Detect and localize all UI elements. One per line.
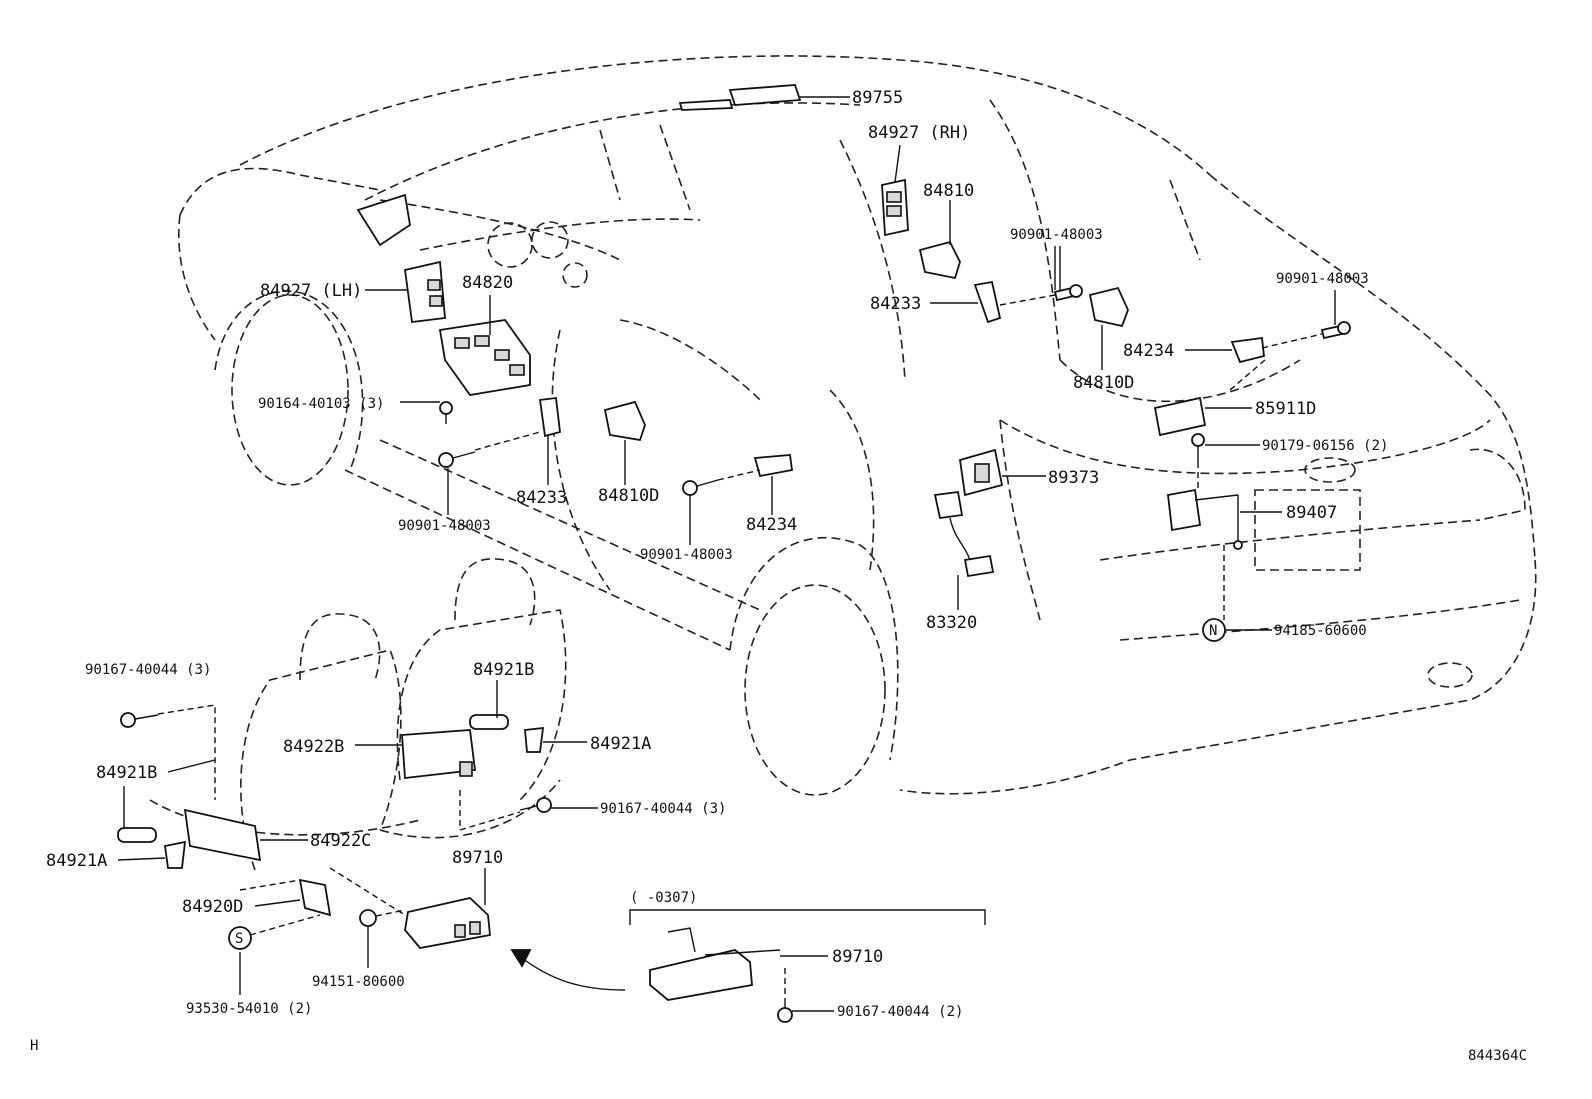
label-84234-front: 84234	[746, 515, 797, 535]
s-marker-circle	[228, 926, 252, 950]
replacement-arrow	[517, 954, 626, 991]
label-89710-alt: 89710	[832, 947, 883, 967]
label-94185: 94185-60600	[1274, 623, 1367, 639]
bracket-note: ( -0307)	[630, 890, 697, 906]
part-84920d	[298, 878, 332, 917]
part-84927-rh	[881, 178, 909, 237]
n-marker: N	[1209, 623, 1217, 639]
part-84810	[918, 240, 961, 280]
part-84921a-lower	[163, 840, 187, 869]
part-89710-alt	[649, 927, 781, 1001]
bracket	[629, 909, 986, 925]
label-90167-a: 90167-40044 (3)	[85, 662, 211, 678]
part-84927-lh	[403, 260, 446, 324]
label-83320: 83320	[926, 613, 977, 633]
part-84921a-upper	[524, 726, 545, 753]
part-84820	[438, 319, 531, 396]
bolts	[120, 284, 1351, 1023]
label-90179: 90179-06156 (2)	[1262, 438, 1388, 454]
part-84921b-upper	[469, 714, 509, 730]
label-84927-rh: 84927 (RH)	[868, 123, 970, 143]
label-90901-b: 90901-48003	[1276, 271, 1369, 287]
label-84810d-front: 84810D	[598, 486, 659, 506]
label-84922b: 84922B	[283, 737, 344, 757]
label-90167-b: 90167-40044 (3)	[600, 801, 726, 817]
label-84921b-upper: 84921B	[473, 660, 534, 680]
label-90901-d: 90901-48003	[640, 547, 733, 563]
seats	[149, 558, 567, 871]
label-84921b-lower: 84921B	[96, 763, 157, 783]
arrowhead	[510, 949, 532, 968]
part-85911d	[1153, 396, 1207, 437]
part-84810d-rear	[1088, 286, 1129, 328]
part-labels: 89755 84927 (RH) 84810 90901-48003 90901…	[46, 88, 1388, 1020]
label-84810d-rear: 84810D	[1073, 373, 1134, 393]
corner-mark: H	[30, 1038, 38, 1054]
label-84810: 84810	[923, 181, 974, 201]
part-84233-front	[538, 396, 561, 438]
label-89373: 89373	[1048, 468, 1099, 488]
s-marker: S	[235, 931, 243, 947]
label-84921a-upper: 84921A	[590, 734, 651, 754]
part-89407	[1167, 488, 1243, 550]
side-mirror	[356, 193, 411, 247]
label-84920d: 84920D	[182, 897, 243, 917]
leader-lines	[117, 96, 1336, 1012]
label-84820: 84820	[462, 273, 513, 293]
label-90901-a: 90901-48003	[1010, 227, 1103, 243]
label-90901-c: 90901-48003	[398, 518, 491, 534]
label-89755: 89755	[852, 88, 903, 108]
label-84921a-lower: 84921A	[46, 851, 107, 871]
part-89373	[958, 448, 1004, 497]
part-89710-main	[404, 897, 491, 949]
label-90164: 90164-40103 (3)	[258, 396, 384, 412]
label-84233-rear: 84233	[870, 294, 921, 314]
label-85911d: 85911D	[1255, 399, 1316, 419]
part-89755	[678, 84, 802, 111]
n-marker-circle	[1202, 618, 1226, 642]
label-90167-c: 90167-40044 (2)	[837, 1004, 963, 1020]
label-84234-rear: 84234	[1123, 341, 1174, 361]
label-94151: 94151-80600	[312, 974, 405, 990]
dashed-connectors	[157, 294, 1323, 1000]
part-84810d-front	[603, 400, 646, 442]
label-89710-main: 89710	[452, 848, 503, 868]
part-83320	[933, 490, 995, 578]
label-89407: 89407	[1286, 503, 1337, 523]
part-84922c	[183, 808, 262, 862]
diagram-code: 844364C	[1468, 1048, 1527, 1064]
label-93530: 93530-54010 (2)	[186, 1001, 312, 1017]
part-84233-rear	[973, 280, 1002, 324]
label-84927-lh: 84927 (LH)	[260, 281, 362, 301]
label-84233-front: 84233	[516, 488, 567, 508]
car-body-outline	[177, 55, 1537, 796]
part-84922b	[401, 729, 477, 780]
label-84922c: 84922C	[310, 831, 371, 851]
part-84234-rear	[1230, 336, 1265, 364]
part-84921b-lower	[117, 827, 157, 843]
part-84234-front	[753, 454, 794, 478]
